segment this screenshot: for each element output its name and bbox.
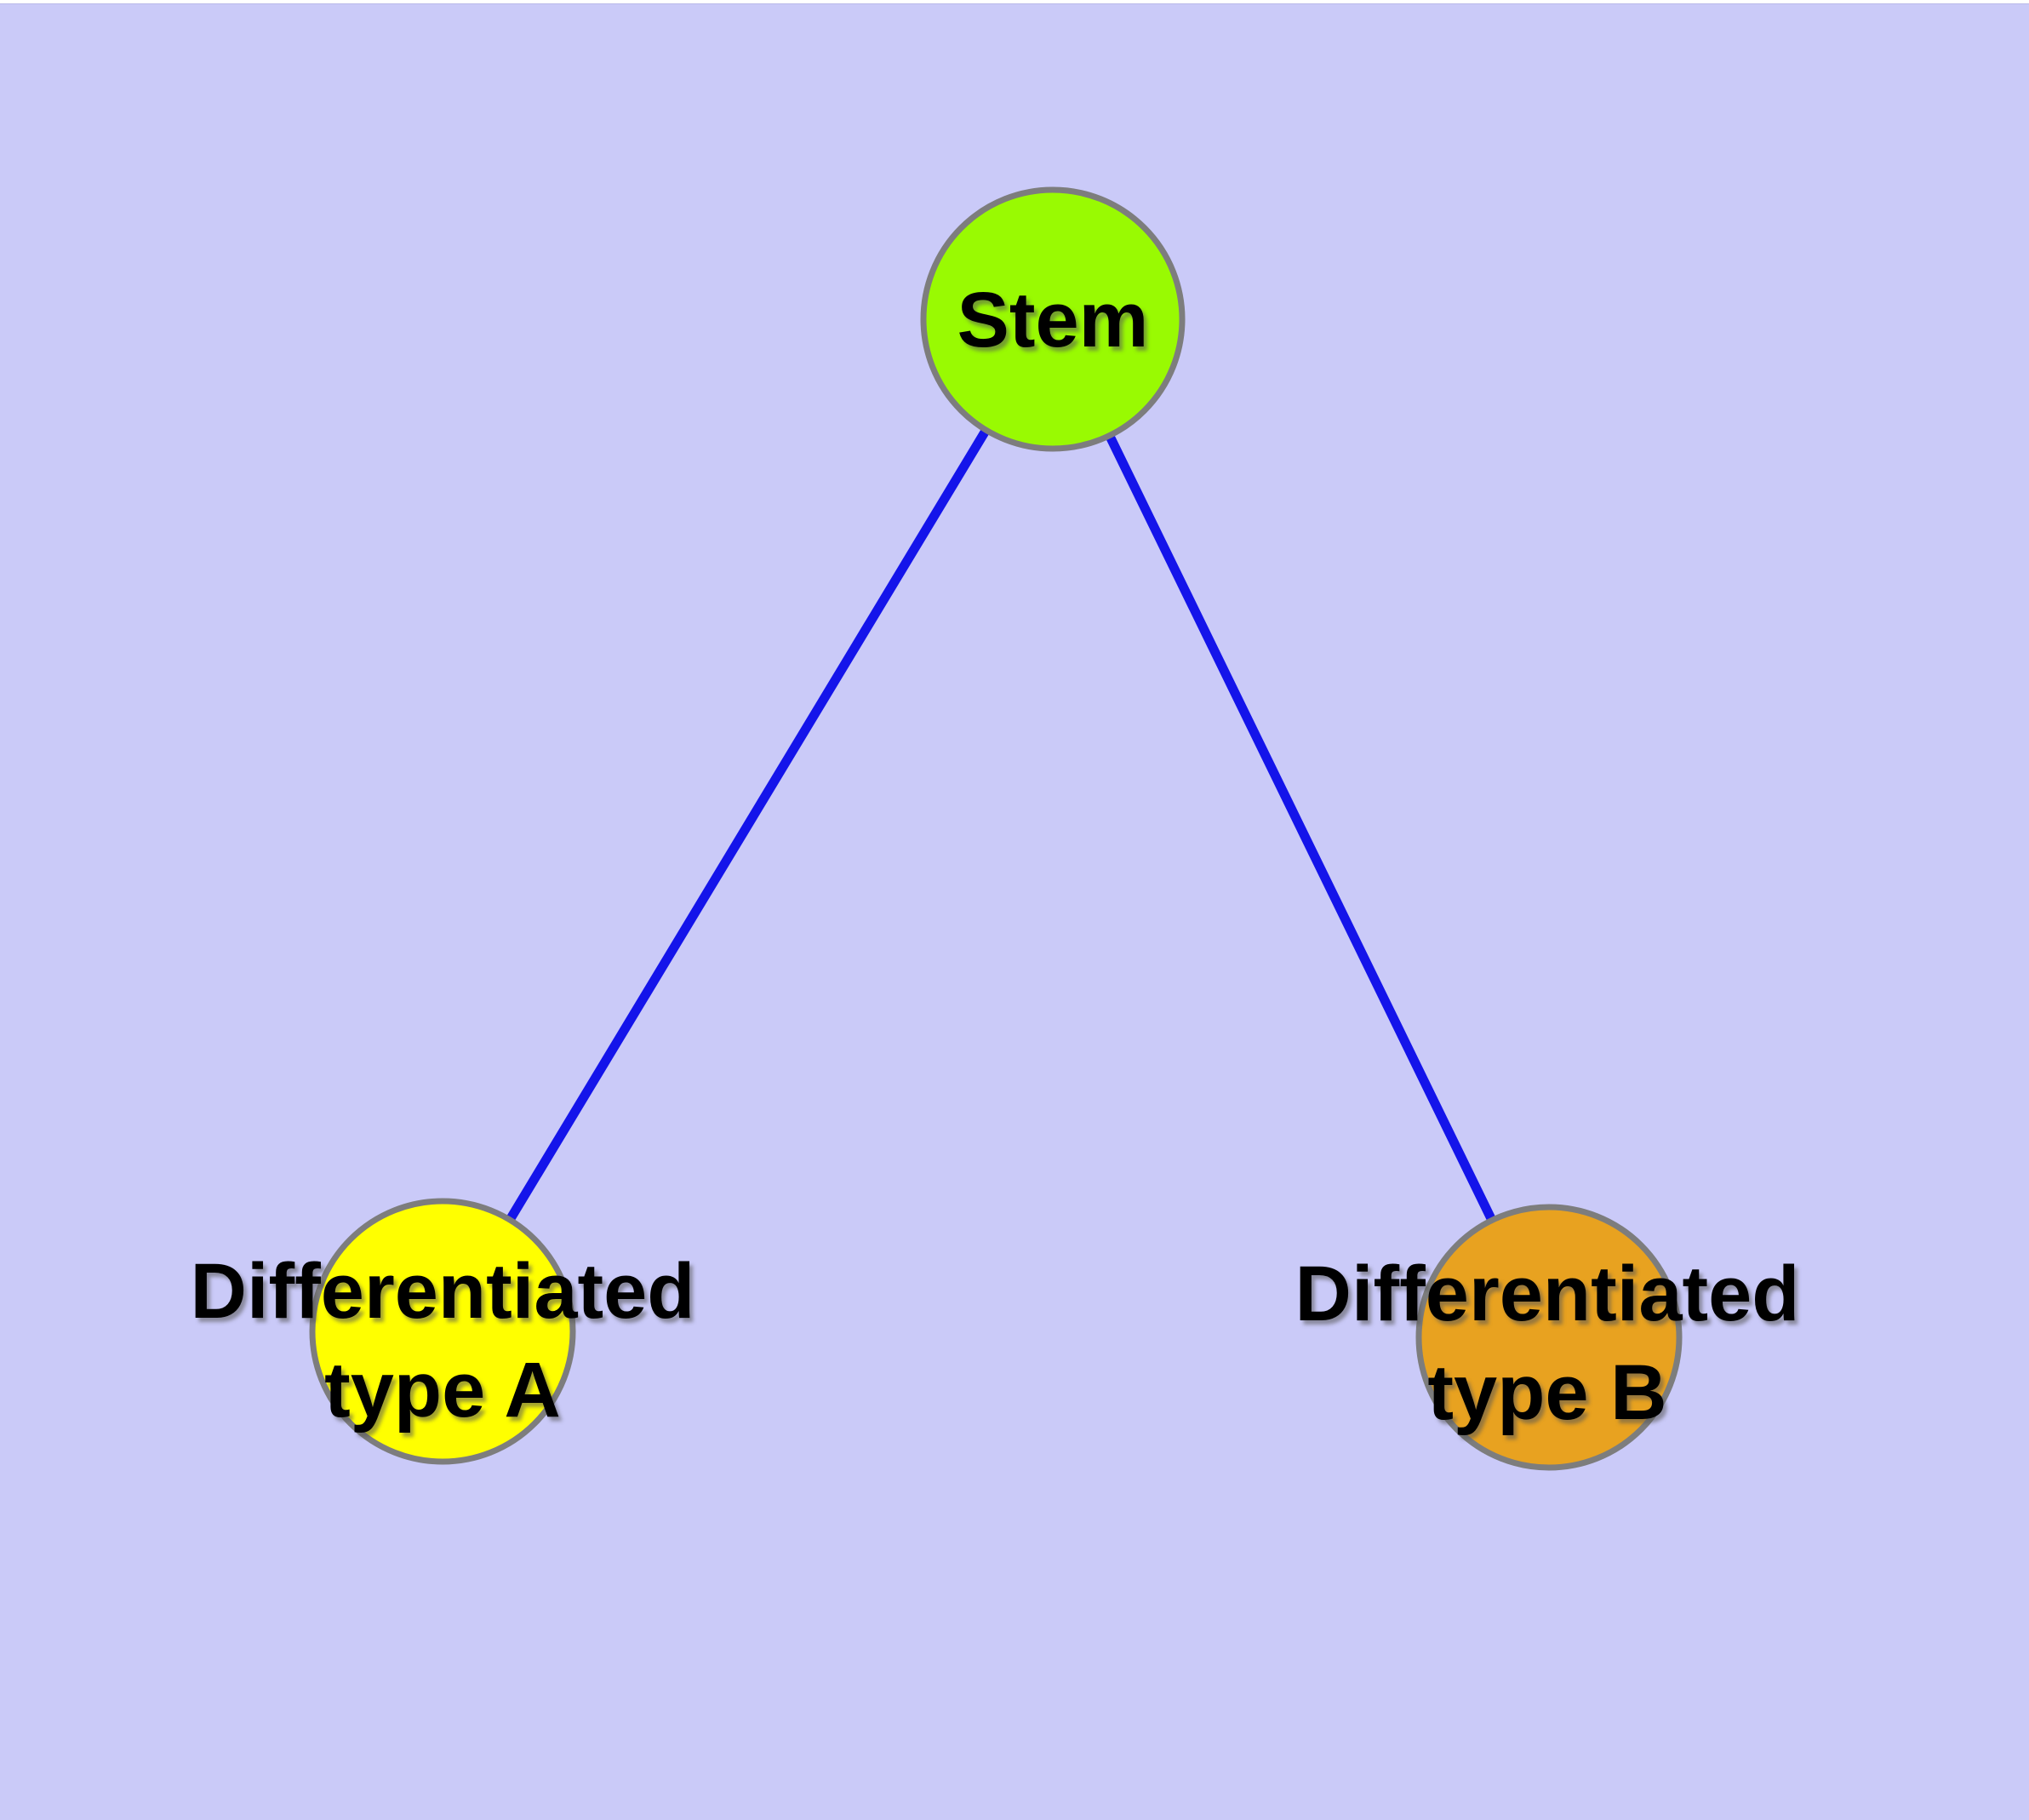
label-type-b-line1: Differentiated — [1295, 1251, 1800, 1337]
window-top-border — [0, 0, 2029, 4]
label-type-a-line2: type A — [324, 1347, 561, 1434]
label-type-b-line2: type B — [1427, 1349, 1666, 1436]
edge-stem-to-type-a — [437, 314, 1058, 1336]
label-stem: Stem — [957, 277, 1149, 363]
node-differentiated-type-b — [1415, 1204, 1683, 1471]
node-differentiated-type-a — [309, 1198, 576, 1465]
label-type-a-line1: Differentiated — [191, 1248, 695, 1335]
edge-stem-to-type-b — [1048, 314, 1554, 1342]
node-stem — [920, 186, 1186, 452]
